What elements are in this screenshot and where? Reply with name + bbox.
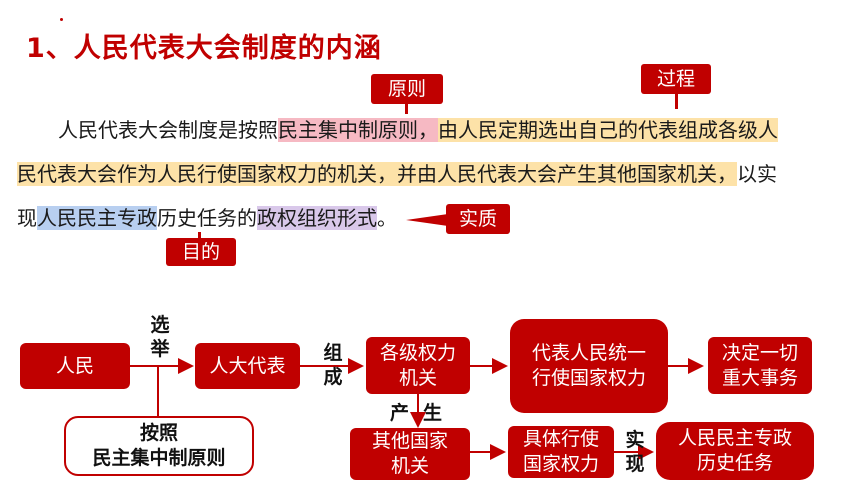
box-label-line: 行使国家权力 bbox=[531, 367, 646, 389]
flow-box-according: 按照 民主集中制原则 bbox=[64, 416, 254, 476]
box-label-line: 民主集中制原则 bbox=[92, 447, 226, 469]
label-elect: 选 举 bbox=[145, 313, 175, 361]
tag-essence: 实质 bbox=[446, 204, 510, 234]
text-segment: 。 bbox=[377, 206, 397, 230]
box-label-line: 具体行使 bbox=[522, 428, 599, 450]
text-segment: 以实 bbox=[737, 162, 777, 186]
box-label-line: 重大事务 bbox=[721, 366, 798, 389]
box-label-line: 国家权力 bbox=[522, 453, 599, 475]
label-form: 组 成 bbox=[318, 341, 348, 389]
box-label-line: 按照 bbox=[139, 422, 178, 444]
tag-process-pointer bbox=[675, 94, 678, 109]
box-label: 人民 bbox=[55, 354, 94, 377]
label-char: 成 bbox=[323, 366, 343, 388]
flow-box-decide: 决定一切 重大事务 bbox=[708, 337, 812, 394]
highlight-purpose: 人民民主专政 bbox=[37, 206, 157, 230]
box-label-line: 人民民主专政 bbox=[677, 427, 792, 449]
label-char: 现 bbox=[625, 453, 645, 475]
flow-box-people: 人民 bbox=[20, 343, 130, 389]
label-char: 举 bbox=[150, 338, 170, 360]
text-segment: 历史任务的 bbox=[157, 206, 257, 230]
tag-principle-pointer bbox=[405, 104, 408, 114]
paragraph-line-1: 人民代表大会制度是按照民主集中制原则，由人民定期选出自己的代表组成各级人 bbox=[58, 116, 778, 144]
flow-box-organs: 各级权力 机关 bbox=[366, 337, 470, 394]
text-segment: 现 bbox=[17, 206, 37, 230]
box-label: 人大代表 bbox=[209, 354, 286, 377]
tag-process: 过程 bbox=[641, 64, 711, 94]
highlight-process-continued: 民代表大会作为人民行使国家权力的机关，并由人民代表大会产生其他国家机关， bbox=[17, 162, 737, 186]
highlight-essence: 政权组织形式 bbox=[257, 206, 377, 230]
box-label-line: 决定一切 bbox=[721, 341, 798, 364]
label-char: 生 bbox=[423, 402, 443, 424]
flow-box-other-organs: 其他国家 机关 bbox=[350, 428, 470, 480]
page-title: 1、人民代表大会制度的内涵 bbox=[26, 33, 382, 64]
label-produce: 产生 bbox=[390, 398, 442, 425]
highlight-process: 由人民定期选出自己的代表组成各级人 bbox=[438, 118, 778, 142]
paragraph-line-3: 现人民民主专政历史任务的政权组织形式。 bbox=[17, 204, 397, 232]
label-realize: 实 现 bbox=[620, 428, 650, 476]
tag-purpose: 目的 bbox=[166, 238, 236, 266]
text-segment: 人民代表大会制度是按照 bbox=[58, 118, 278, 142]
flow-box-deputies: 人大代表 bbox=[195, 343, 300, 389]
highlight-principle: 民主集中制原则， bbox=[278, 118, 438, 142]
label-char: 产 bbox=[390, 402, 410, 424]
box-label-line: 机关 bbox=[390, 455, 429, 477]
label-char: 实 bbox=[625, 429, 645, 451]
tag-essence-pointer bbox=[406, 214, 448, 226]
paragraph-line-2: 民代表大会作为人民行使国家权力的机关，并由人民代表大会产生其他国家机关，以实 bbox=[17, 160, 777, 188]
box-label-line: 各级权力 bbox=[379, 341, 456, 364]
flow-box-dictatorship: 人民民主专政 历史任务 bbox=[656, 422, 814, 480]
box-label-line: 代表人民统一 bbox=[531, 342, 646, 364]
flow-box-exercise: 具体行使 国家权力 bbox=[508, 426, 614, 478]
flow-box-represent: 代表人民统一 行使国家权力 bbox=[510, 319, 668, 413]
label-char: 组 bbox=[323, 342, 343, 364]
decorative-dot bbox=[60, 18, 63, 21]
tag-principle: 原则 bbox=[371, 74, 443, 104]
box-label-line: 历史任务 bbox=[696, 452, 773, 474]
box-label-line: 其他国家 bbox=[371, 430, 448, 452]
tag-purpose-pointer bbox=[198, 232, 201, 240]
box-label-line: 机关 bbox=[398, 366, 437, 389]
label-char: 选 bbox=[150, 314, 170, 336]
